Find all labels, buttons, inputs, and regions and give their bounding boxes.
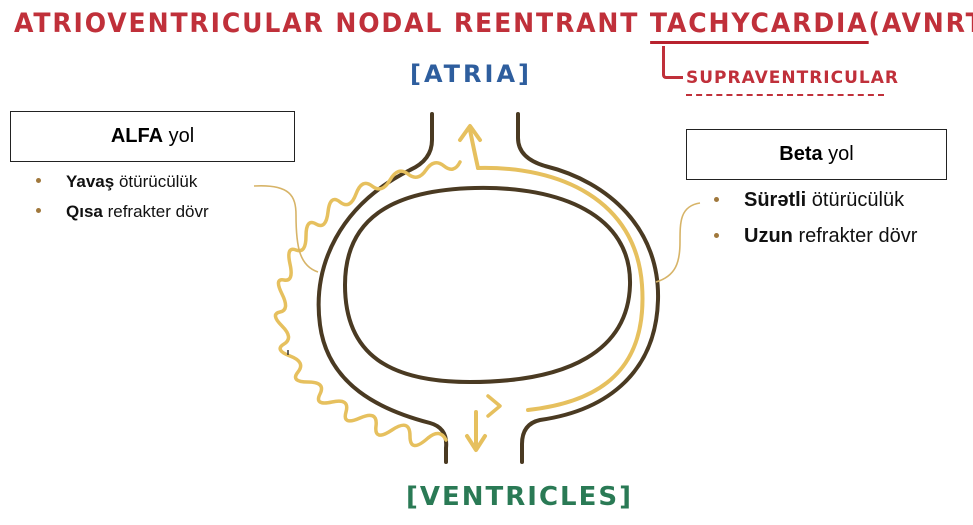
beta-title-rest: yol <box>822 143 854 165</box>
inner-ring <box>342 185 633 385</box>
list-item: Qısa refrakter dövr <box>36 202 209 232</box>
subtitle-connector <box>662 46 683 79</box>
outer-ring-left <box>316 112 449 464</box>
beta-item-2-bold: Uzun <box>744 225 793 247</box>
alfa-title-rest: yol <box>163 125 195 147</box>
alfa-item-1-bold: Yavaş <box>66 172 115 191</box>
beta-properties-list: Sürətli ötürücülük Uzun refrakter dövr <box>714 189 917 261</box>
atria-label: [ATRIA] <box>410 60 533 88</box>
alfa-item-1-rest: ötürücülük <box>114 172 198 191</box>
title-part-tachycardia: TACHYCARDIA <box>649 8 869 44</box>
list-item: Uzun refrakter dövr <box>714 225 917 261</box>
atria-exit-path <box>468 128 480 170</box>
ventricles-label: [VENTRICLES] <box>406 482 633 512</box>
beta-connector <box>655 202 701 283</box>
alfa-connector <box>253 185 319 273</box>
alfa-pathway <box>273 160 462 448</box>
beta-pathway-box: Beta yol <box>686 129 947 180</box>
beta-pathway <box>476 165 645 412</box>
bullet-icon <box>36 208 41 213</box>
beta-title-bold: Beta <box>779 143 823 165</box>
ventricle-exit-arrowhead <box>465 434 487 452</box>
bullet-icon <box>714 233 719 238</box>
alfa-title-bold: ALFA <box>110 125 164 147</box>
bullet-icon <box>36 178 41 183</box>
bullet-icon <box>714 197 719 202</box>
alfa-properties-list: Yavaş ötürücülük Qısa refrakter dövr <box>36 172 209 232</box>
alfa-pathway-box: ALFA yol <box>10 111 295 162</box>
list-item: Yavaş ötürücülük <box>36 172 209 202</box>
title-part-abbrev: (AVNRT) <box>868 8 973 39</box>
subtitle-underline <box>686 92 884 96</box>
beta-item-1-rest: ötürücülük <box>806 189 905 211</box>
beta-item-2-rest: refrakter dövr <box>792 225 918 247</box>
list-item: Sürətli ötürücülük <box>714 189 917 225</box>
diagram-title: ATRIOVENTRICULAR NODAL REENTRANT TACHYCA… <box>14 8 973 44</box>
outer-ring-right <box>516 112 661 464</box>
title-part-avnrt-name: ATRIOVENTRICULAR NODAL REENTRANT <box>14 8 640 39</box>
alfa-item-2-rest: refrakter dövr <box>102 202 209 221</box>
subtitle-supraventricular: SUPRAVENTRICULAR <box>686 68 899 88</box>
alfa-item-2-bold: Qısa <box>66 202 103 221</box>
atria-exit-arrowhead <box>458 124 482 142</box>
alfa-arrowhead <box>486 394 502 418</box>
beta-item-1-bold: Sürətli <box>744 189 807 211</box>
